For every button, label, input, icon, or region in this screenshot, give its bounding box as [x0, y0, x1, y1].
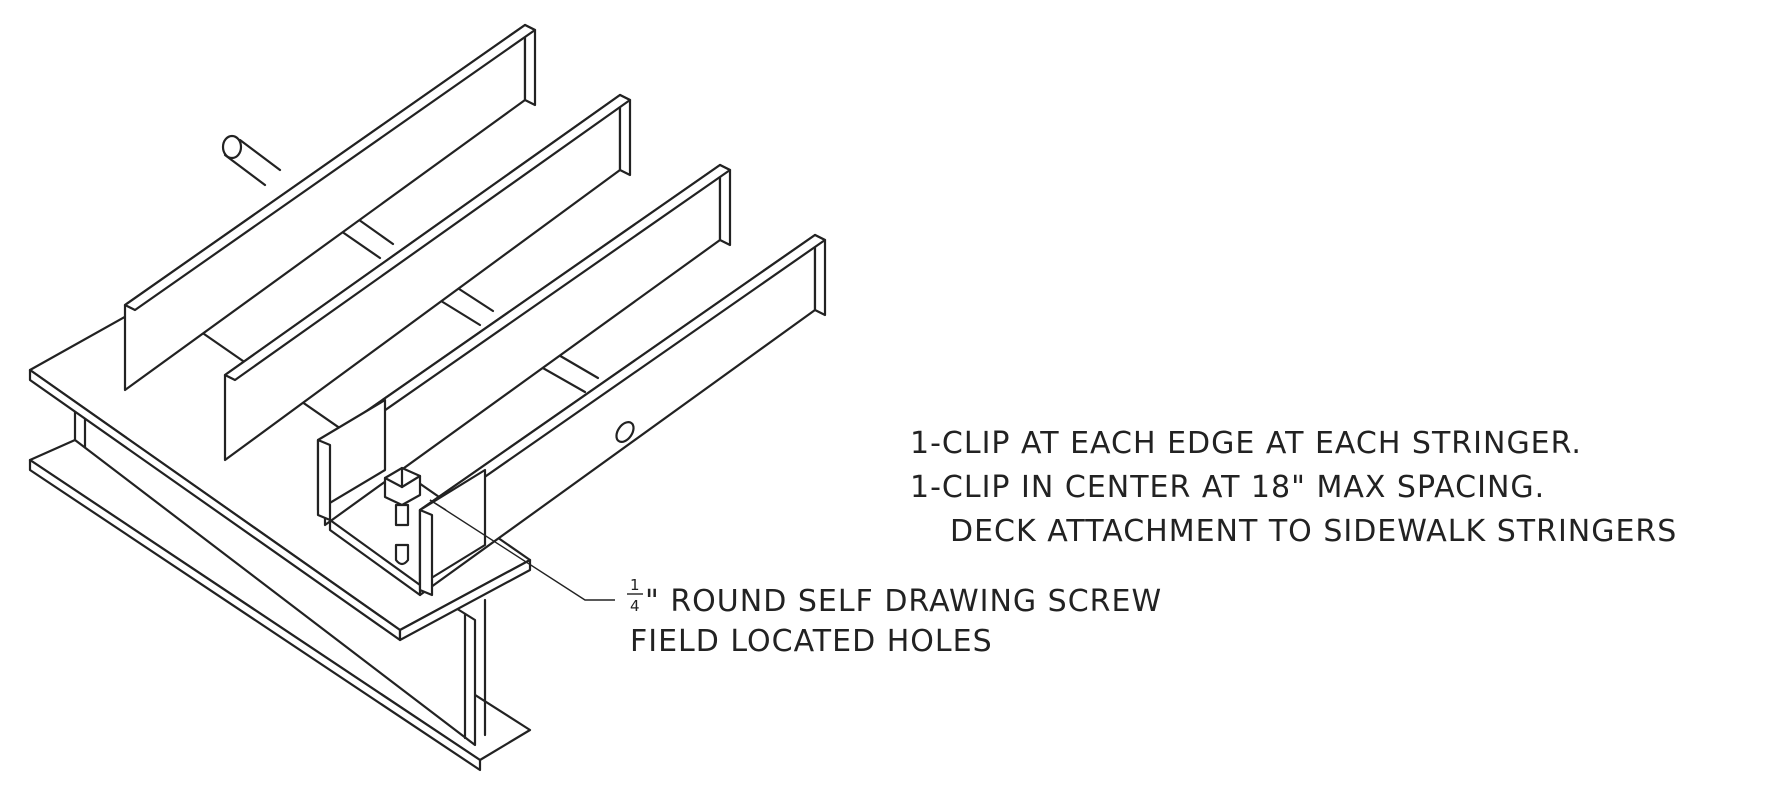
callout-line-2: FIELD LOCATED HOLES [630, 624, 993, 659]
self-drilling-screw [383, 466, 422, 566]
grating-clip [316, 398, 487, 597]
clip-notes: 1-CLIP AT EACH EDGE AT EACH STRINGER. 1-… [910, 426, 1677, 549]
screw-callout: 1 4 " ROUND SELF DRAWING SCREW FIELD LOC… [627, 576, 1162, 659]
grating-bearing-bars [123, 23, 827, 597]
fraction-numerator: 1 [630, 576, 640, 594]
callout-leader [429, 499, 615, 601]
note-line-2: 1-CLIP IN CENTER AT 18" MAX SPACING. [910, 470, 1545, 505]
field-located-hole [615, 421, 635, 443]
bottom-flange-edge [28, 458, 482, 772]
note-line-1: 1-CLIP AT EACH EDGE AT EACH STRINGER. [910, 426, 1582, 461]
note-line-3: DECK ATTACHMENT TO SIDEWALK STRINGERS [950, 514, 1677, 549]
fraction-denominator: 4 [630, 597, 640, 615]
callout-line-1: " ROUND SELF DRAWING SCREW [645, 584, 1162, 619]
